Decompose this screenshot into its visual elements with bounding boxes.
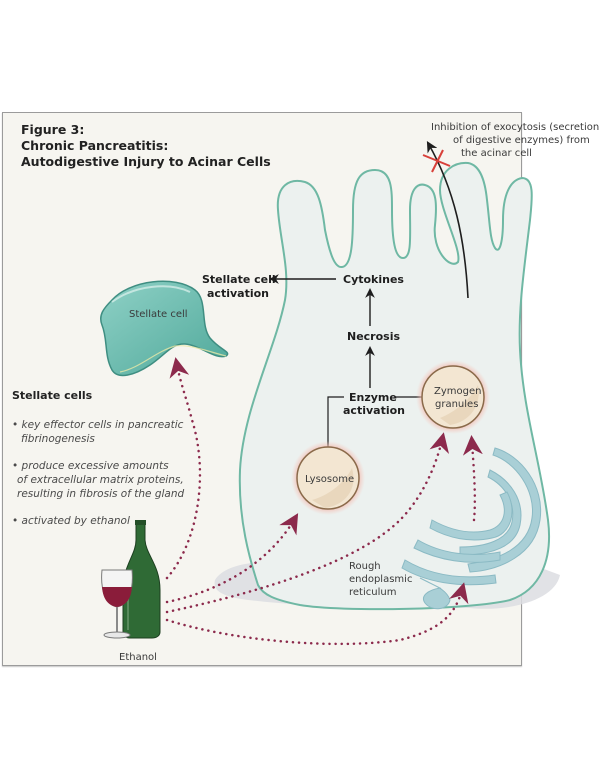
stellate-cell: Stellate cell xyxy=(100,280,229,377)
title-line-3: Autodigestive Injury to Acinar Cells xyxy=(21,154,271,169)
ethanol-to-zymogen-arrow xyxy=(165,432,450,614)
stellate-activation-line-2: activation xyxy=(207,287,269,300)
rer-line-3: reticulum xyxy=(349,587,396,598)
zymogen-line-2: granules xyxy=(435,399,478,410)
inhibition-x-icon xyxy=(422,149,451,173)
bullet-2-line-2: of extracellular matrix proteins, xyxy=(17,474,184,486)
title-line-2: Chronic Pancreatitis: xyxy=(21,138,168,153)
cytokines-label: Cytokines xyxy=(343,273,404,286)
ethanol-arrows xyxy=(165,357,483,646)
necrosis-label: Necrosis xyxy=(347,330,400,343)
inhibition-line-1: Inhibition of exocytosis (secretion xyxy=(431,122,599,133)
lysosome-to-enzyme-connector xyxy=(327,396,344,450)
stellate-activation-line-1: Stellate cell xyxy=(202,273,276,286)
exocytosis-arrow xyxy=(426,141,469,299)
bullet-2-line-1: • produce excessive amounts xyxy=(12,460,169,472)
enzyme-activation-line-1: Enzyme xyxy=(349,391,397,404)
inhibition-line-2: of digestive enzymes) from xyxy=(453,135,590,146)
zymogen-granule: Zymogen granules xyxy=(416,360,490,434)
rer-to-zymogen-arrow xyxy=(462,435,483,522)
wine-glass-icon xyxy=(101,569,133,639)
rough-er xyxy=(401,447,542,610)
bullet-1-line-1: • key effector cells in pancreatic xyxy=(12,419,184,431)
bullet-2-line-3: resulting in fibrosis of the gland xyxy=(17,488,185,500)
ethanol-to-stellate-arrow xyxy=(165,357,202,580)
inhibition-line-3: the acinar cell xyxy=(461,148,532,159)
rer-line-2: endoplasmic xyxy=(349,574,412,585)
zymogen-line-1: Zymogen xyxy=(434,386,481,397)
stellate-info: Stellate cells • key effector cells in p… xyxy=(12,389,185,527)
stellate-info-heading: Stellate cells xyxy=(12,389,93,402)
ethanol-to-rer-arrow xyxy=(165,582,469,646)
inhibition-label: Inhibition of exocytosis (secretion of d… xyxy=(431,122,599,159)
lysosome-label: Lysosome xyxy=(305,474,354,485)
stellate-cell-label: Stellate cell xyxy=(129,309,188,320)
rer-label: Rough endoplasmic reticulum xyxy=(349,561,412,598)
bullet-1-line-2: fibrinogenesis xyxy=(21,433,95,445)
ethanol-to-lysosome-arrow xyxy=(165,513,299,604)
lysosome: Lysosome xyxy=(291,441,365,515)
bullet-3-line-1: • activated by ethanol xyxy=(12,515,130,527)
figure-title: Figure 3: Chronic Pancreatitis: Autodige… xyxy=(21,122,271,169)
rer-line-1: Rough xyxy=(349,561,381,572)
ethanol-label: Ethanol xyxy=(119,652,157,663)
title-line-1: Figure 3: xyxy=(21,122,84,137)
enzyme-activation-line-2: activation xyxy=(343,404,405,417)
